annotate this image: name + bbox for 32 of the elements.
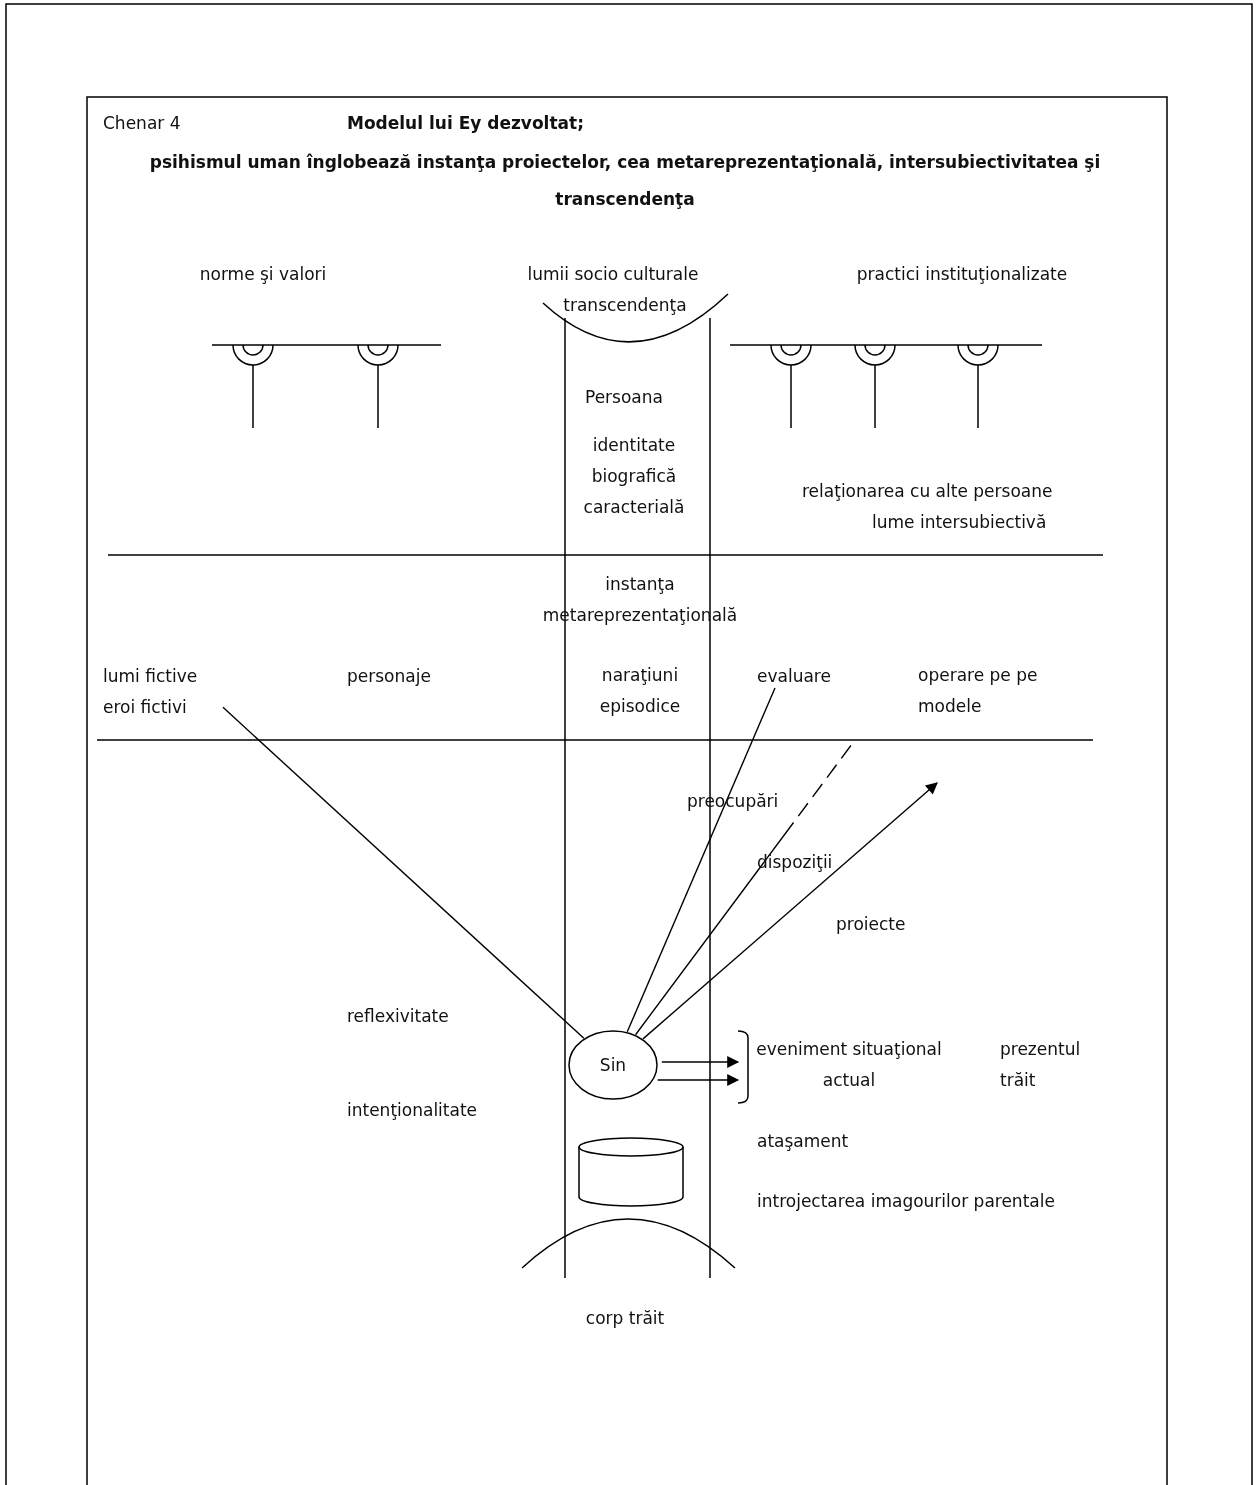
text-label: intenţionalitate xyxy=(347,1100,478,1120)
ellipse-node xyxy=(568,1030,658,1100)
text-label: evaluare xyxy=(757,664,849,688)
text-label: practici instituţionalizate xyxy=(856,264,1068,284)
text-label: prezentul trăit xyxy=(1000,1038,1082,1092)
text-label: lumii socio culturale xyxy=(527,264,699,284)
text-label: lumi fictive eroi fictivi xyxy=(103,661,223,723)
arrow xyxy=(661,1056,740,1068)
text-label: Persoana xyxy=(585,387,663,407)
cylinder-shape xyxy=(578,1138,684,1206)
text-label: introjectarea imagourilor parentale xyxy=(757,1191,1055,1211)
text-label: proiecte xyxy=(836,914,906,934)
title: Modelul lui Ey dezvoltat; xyxy=(347,113,584,133)
text-label: Chenar 4 xyxy=(103,113,181,133)
text-label: reflexivitate xyxy=(347,1006,449,1026)
text-label: identitate biografică caracterială xyxy=(582,433,686,519)
text-label: ataşament xyxy=(757,1131,849,1151)
text-label: norme şi valori xyxy=(199,264,327,284)
text-label: psihismul uman înglobează instanţa proiectelor, cea metareprezentaţională, intersubiectivitatea şi transcendenţa xyxy=(148,151,1102,211)
text-label: naraţiuni episodice xyxy=(598,664,682,718)
text-label: operare pe pe modele xyxy=(918,664,1039,718)
text-label: lume intersubiectivă xyxy=(872,512,1047,532)
connector-line xyxy=(626,687,776,1033)
text-label: relaţionarea cu alte persoane xyxy=(802,481,1053,501)
arrow xyxy=(656,1074,740,1086)
arrow xyxy=(642,782,938,1040)
node-label: eveniment situaţional actual xyxy=(755,1038,943,1092)
connector-line xyxy=(222,706,585,1039)
node-label: Sin xyxy=(598,1054,628,1077)
text-label: corp trăit xyxy=(585,1308,665,1328)
text-label: personaje xyxy=(347,666,431,686)
text-label: transcendenţa xyxy=(563,295,687,315)
